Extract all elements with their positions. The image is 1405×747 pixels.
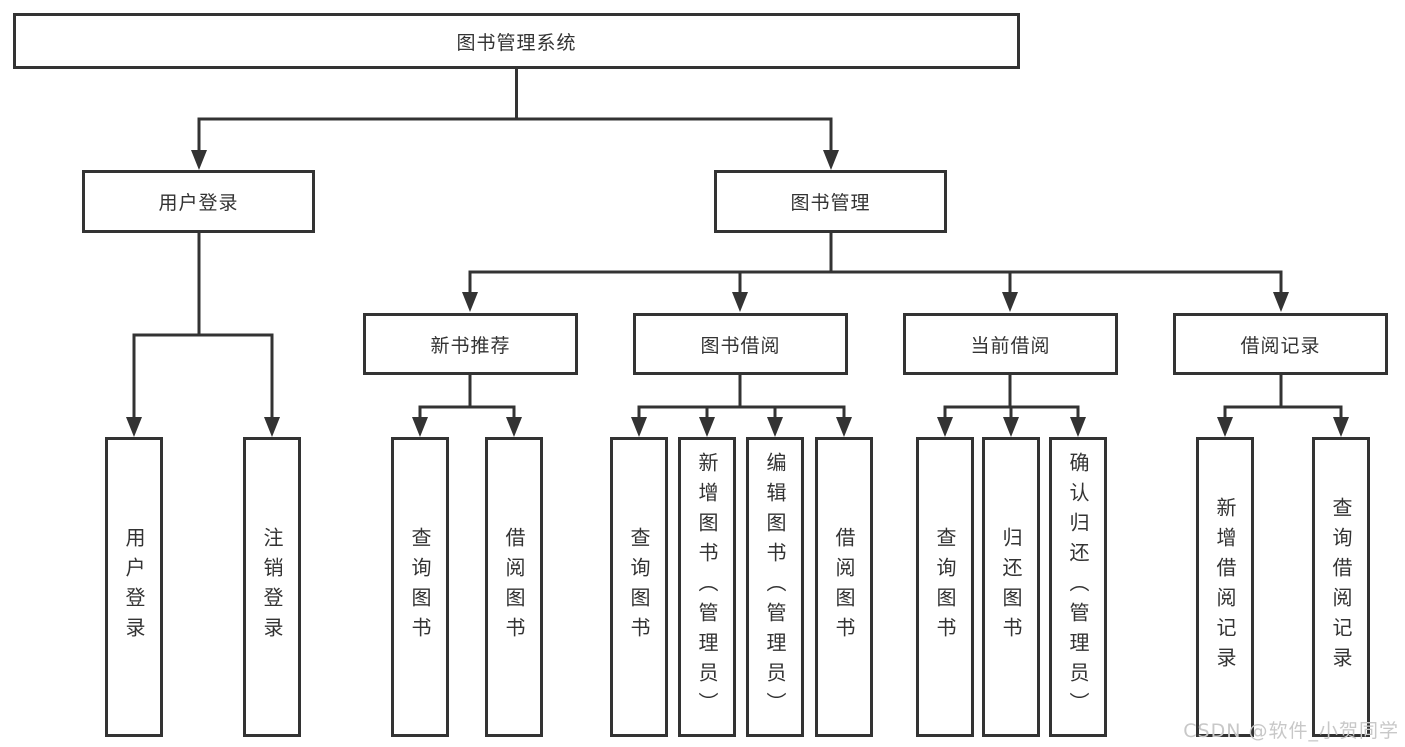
node-current-borrowing: 当前借阅	[903, 313, 1118, 375]
arrow-icon	[937, 417, 953, 437]
connector-root	[197, 69, 833, 152]
leaf-query-borrow-record: 查询借阅记录	[1312, 437, 1370, 737]
arrow-icon	[264, 417, 280, 437]
node-new-book-recommend: 新书推荐	[363, 313, 578, 375]
connector-current-borrowing	[943, 375, 1080, 420]
arrow-icon	[191, 150, 207, 170]
leaf-edit-books-admin: 编辑图书（管理员）	[746, 437, 804, 737]
arrow-icon	[823, 150, 839, 170]
node-book-borrowing: 图书借阅	[633, 313, 848, 375]
leaf-query-books-3: 查询图书	[916, 437, 974, 737]
arrow-icon	[462, 292, 478, 312]
leaf-add-books-admin: 新增图书（管理员）	[678, 437, 736, 737]
node-borrowing-records: 借阅记录	[1173, 313, 1388, 375]
connector-borrowing-records	[1223, 375, 1343, 420]
arrow-icon	[699, 417, 715, 437]
leaf-query-books-2: 查询图书	[610, 437, 668, 737]
connector-user-login	[132, 233, 274, 420]
arrow-icon	[631, 417, 647, 437]
arrow-icon	[506, 417, 522, 437]
arrow-icon	[732, 292, 748, 312]
node-book-management: 图书管理	[714, 170, 947, 233]
watermark: CSDN @软件_小贺同学	[1183, 720, 1399, 742]
connector-new-book-recommend	[418, 375, 516, 420]
leaf-confirm-return-admin: 确认归还（管理员）	[1049, 437, 1107, 737]
node-user-login: 用户登录	[82, 170, 315, 233]
arrow-icon	[1002, 292, 1018, 312]
node-library-system: 图书管理系统	[13, 13, 1020, 69]
leaf-user-login: 用户登录	[105, 437, 163, 737]
connector-book-management	[468, 233, 1283, 295]
arrow-icon	[767, 417, 783, 437]
arrow-icon	[1273, 292, 1289, 312]
leaf-borrow-books-2: 借阅图书	[815, 437, 873, 737]
arrow-icon	[1333, 417, 1349, 437]
leaf-return-books: 归还图书	[982, 437, 1040, 737]
arrow-icon	[126, 417, 142, 437]
leaf-query-books-1: 查询图书	[391, 437, 449, 737]
leaf-logout-login: 注销登录	[243, 437, 301, 737]
arrow-icon	[836, 417, 852, 437]
leaf-borrow-books-1: 借阅图书	[485, 437, 543, 737]
arrow-icon	[1070, 417, 1086, 437]
arrow-icon	[412, 417, 428, 437]
leaf-add-borrow-record: 新增借阅记录	[1196, 437, 1254, 737]
arrow-icon	[1003, 417, 1019, 437]
arrow-icon	[1217, 417, 1233, 437]
connector-book-borrowing	[637, 375, 846, 420]
